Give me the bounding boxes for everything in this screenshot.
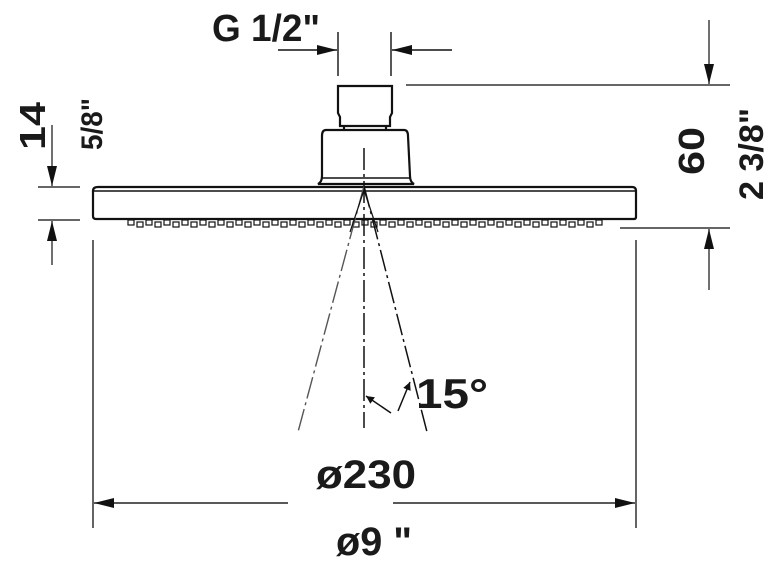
diameter-mm-label: ø230 xyxy=(316,453,416,497)
spray-cone xyxy=(297,148,428,433)
connector-nut xyxy=(336,84,394,128)
spray-angle-label: 15° xyxy=(416,370,488,417)
diameter-dimension xyxy=(92,240,637,528)
thickness-in-label: 5/8" xyxy=(76,98,109,150)
height-in-label: 2 3/8" xyxy=(733,108,771,200)
height-dimension xyxy=(406,20,730,290)
angle-indicator xyxy=(365,381,411,414)
thread-dimension xyxy=(278,32,452,76)
thread-label: G 1/2" xyxy=(212,8,320,50)
thickness-dimension xyxy=(38,125,80,265)
height-mm-label: 60 xyxy=(671,127,712,175)
spray-line-right xyxy=(363,185,428,433)
hub xyxy=(317,128,415,186)
spray-line-left xyxy=(297,185,365,433)
shower-plate xyxy=(91,185,638,221)
diameter-in-label: ø9 " xyxy=(336,520,412,564)
spray-nozzles xyxy=(127,219,603,228)
spray-line-inner xyxy=(349,189,365,233)
thickness-mm-label: 14 xyxy=(12,102,53,150)
